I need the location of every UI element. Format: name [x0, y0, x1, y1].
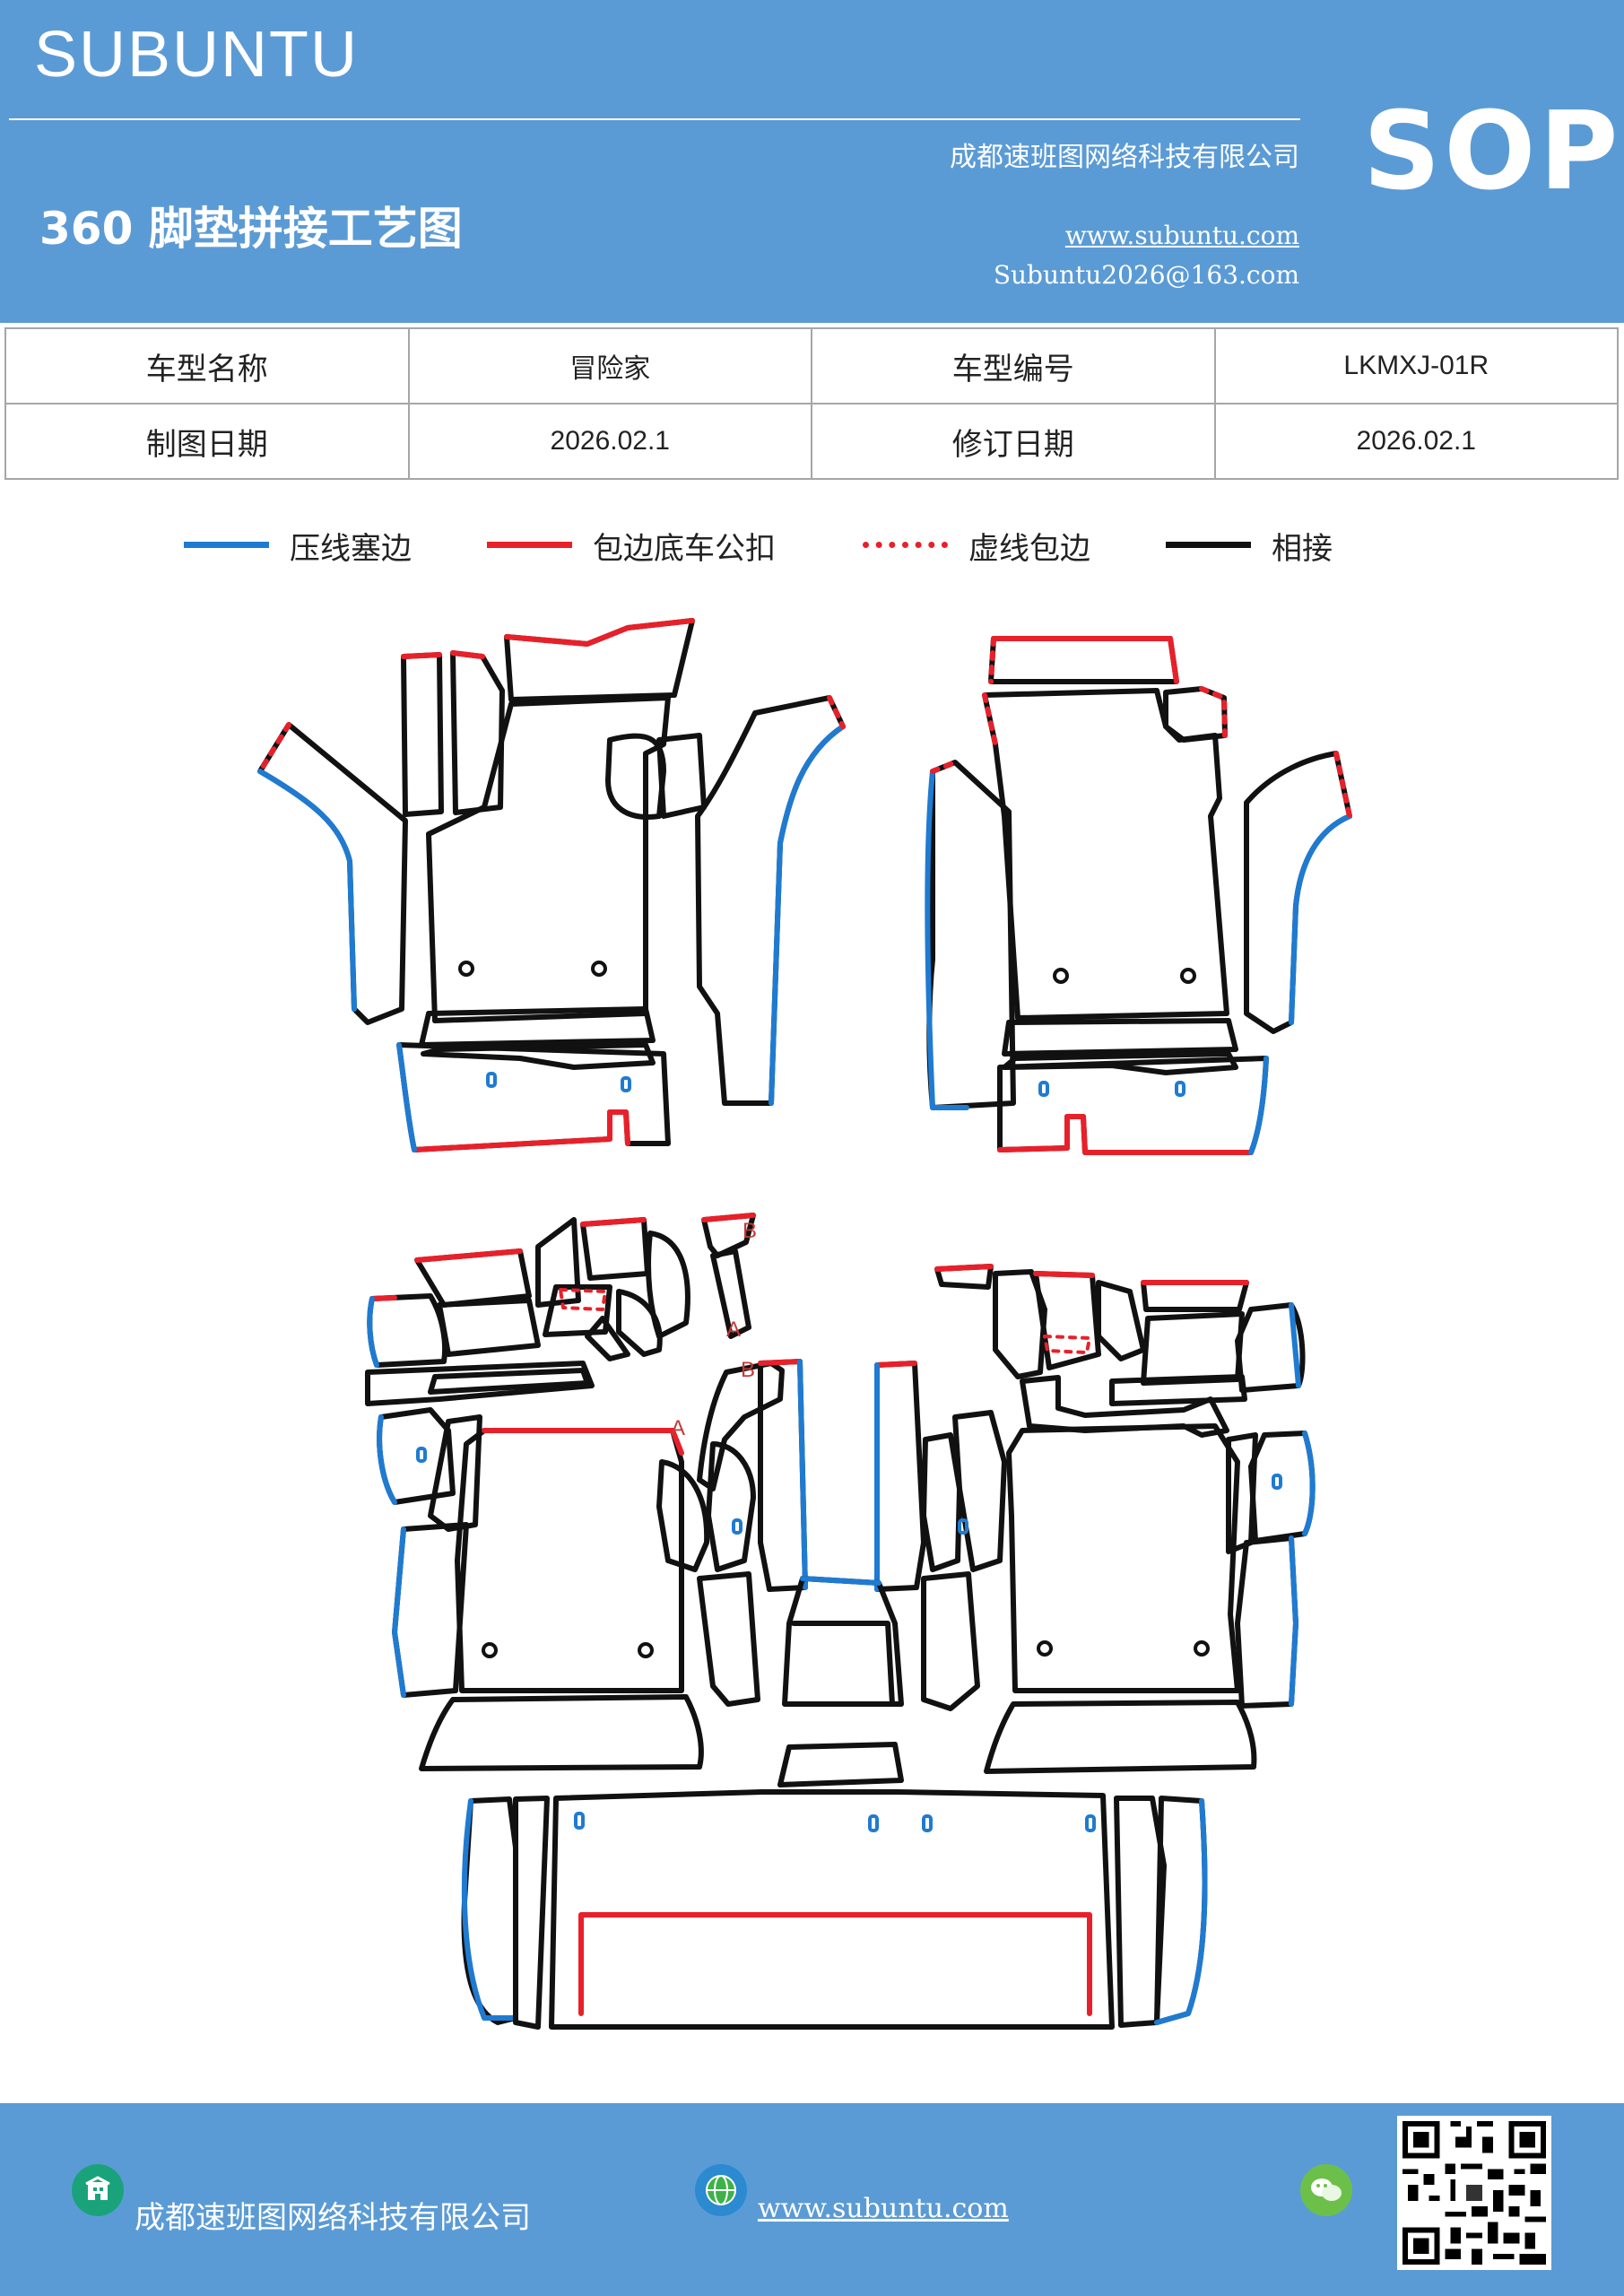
company-name: 成都速班图网络科技有限公司	[950, 142, 1299, 173]
front-left-mat-group	[257, 618, 846, 1152]
legend-swatch	[487, 542, 572, 548]
floor-mat-diagram: B A B A	[257, 618, 1352, 2030]
marker-a-mid: A	[671, 1416, 685, 1440]
document-title: 360 脚垫拼接工艺图	[39, 203, 463, 255]
draw-date-label: 制图日期	[4, 403, 410, 480]
marker-a-top: A	[726, 1318, 741, 1342]
wechat-icon	[1300, 2164, 1352, 2216]
draw-date-value: 2026.02.1	[407, 403, 812, 480]
model-code-value: LKMXJ-01R	[1213, 327, 1619, 404]
table-row: 制图日期 2026.02.1 修订日期 2026.02.1	[4, 403, 1619, 480]
rear-mat-group	[365, 1213, 1316, 2030]
footer-website-link[interactable]: www.subuntu.com	[758, 2193, 1009, 2224]
qr-code-icon	[1397, 2116, 1551, 2270]
revise-date-label: 修订日期	[811, 403, 1216, 480]
footer-banner: 成都速班图网络科技有限公司 www.subuntu.com	[0, 2103, 1624, 2296]
front-right-mat-group	[925, 636, 1352, 1155]
globe-icon	[695, 2164, 747, 2216]
vehicle-info-table: 车型名称 冒险家 车型编号 LKMXJ-01R 制图日期 2026.02.1 修…	[4, 327, 1619, 480]
legend-label: 虚线包边	[968, 531, 1090, 567]
footer-company-name: 成都速班图网络科技有限公司	[135, 2200, 531, 2236]
brand-logo: SUBUNTU	[34, 19, 360, 91]
model-name-value: 冒险家	[407, 327, 812, 404]
legend-label: 相接	[1272, 531, 1333, 567]
header-banner: SUBUNTU 成都速班图网络科技有限公司 360 脚垫拼接工艺图 www.su…	[0, 0, 1624, 323]
sop-badge: SOP	[1363, 90, 1622, 214]
company-icon	[72, 2164, 124, 2216]
revise-date-value: 2026.02.1	[1213, 403, 1619, 480]
marker-b-mid: B	[741, 1358, 755, 1382]
table-row: 车型名称 冒险家 车型编号 LKMXJ-01R	[4, 327, 1619, 404]
line-legend: 压线塞边 包边底车公扣 虚线包边 相接	[0, 522, 1624, 576]
website-link[interactable]: www.subuntu.com	[1064, 221, 1299, 250]
email-address: Subuntu2026@163.com	[993, 260, 1299, 290]
legend-swatch	[1166, 542, 1251, 548]
legend-swatch	[863, 542, 948, 548]
header-divider	[9, 118, 1300, 120]
legend-label: 压线塞边	[290, 531, 412, 567]
legend-label: 包边底车公扣	[593, 531, 776, 567]
marker-b-top: B	[743, 1219, 757, 1243]
model-name-label: 车型名称	[4, 327, 410, 404]
model-code-label: 车型编号	[811, 327, 1216, 404]
legend-swatch	[184, 542, 269, 548]
